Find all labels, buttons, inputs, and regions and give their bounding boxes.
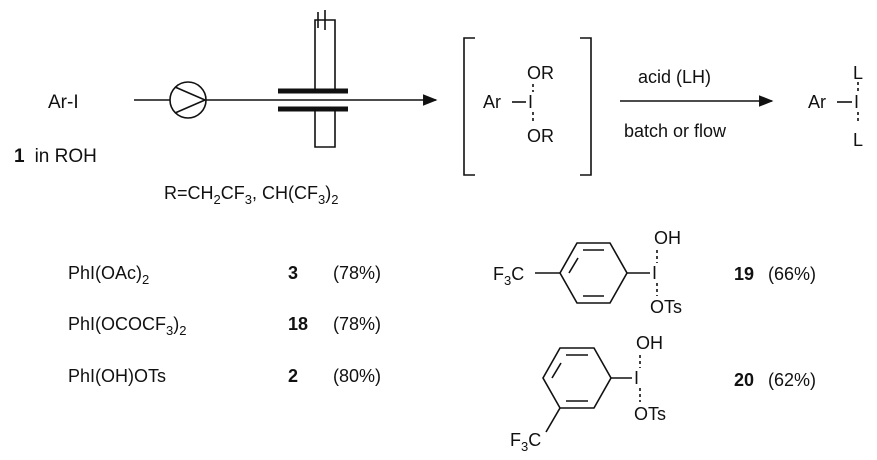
structure-yield: (66%) [768, 264, 816, 284]
product-ligand-top: L [853, 63, 863, 83]
conditions-mode: batch or flow [624, 121, 727, 141]
cf3-group: F3C [493, 264, 524, 288]
iodine-label: I [652, 263, 657, 283]
start-reagent: Ar-I [48, 92, 79, 113]
structure-yield: (62%) [768, 370, 816, 390]
intermediate-aryl: Ar [483, 92, 501, 112]
product-formula: PhI(OAc)2 [68, 263, 149, 287]
structure-20: I OH OTs F3C 20 (62%) [510, 333, 816, 454]
product-formula: PhI(OCOCF3)2 [68, 314, 186, 338]
product-formula: PhI(OH)OTs [68, 366, 166, 386]
benzene-ring-icon [542, 347, 612, 409]
product-number: 2 [288, 366, 298, 386]
hydroxy-label: OH [654, 228, 681, 248]
start-compound-number: 1 [14, 146, 25, 167]
benzene-ring-icon [559, 242, 628, 304]
start-label: 1 in ROH [14, 146, 97, 167]
intermediate-or-top: OR [527, 63, 554, 83]
pump-icon [169, 81, 208, 119]
iodine-label: I [634, 368, 639, 388]
start-solvent: in ROH [35, 146, 97, 167]
product-row: PhI(OCOCF3)2 18 (78%) [68, 314, 381, 338]
conditions-reagent: acid (LH) [638, 67, 711, 87]
hydroxy-label: OH [636, 333, 663, 353]
intermediate-or-bottom: OR [527, 126, 554, 146]
r-group-definition: R=CH2CF3, CH(CF3)2 [164, 183, 338, 207]
product-number: 3 [288, 263, 298, 283]
structure-19: F3C I OH OTs 19 (66%) [493, 228, 816, 317]
electrochemical-cell-icon [278, 10, 348, 148]
bond-cf3 [545, 407, 561, 433]
structure-number: 19 [734, 264, 754, 284]
cf3-group: F3C [510, 430, 541, 454]
intermediate-iodine: I [528, 92, 533, 112]
product-aryl: Ar [808, 92, 826, 112]
tosylate-label: OTs [634, 404, 666, 424]
product-number: 18 [288, 314, 308, 334]
product-yield: (78%) [333, 314, 381, 334]
tosylate-label: OTs [650, 297, 682, 317]
product-row: PhI(OH)OTs 2 (80%) [68, 366, 381, 386]
product-iodine: I [854, 92, 859, 112]
product-ligand-bottom: L [853, 130, 863, 150]
product-row: PhI(OAc)2 3 (78%) [68, 263, 381, 287]
product-yield: (80%) [333, 366, 381, 386]
intermediate-brackets [463, 37, 592, 176]
structure-number: 20 [734, 370, 754, 390]
product-yield: (78%) [333, 263, 381, 283]
